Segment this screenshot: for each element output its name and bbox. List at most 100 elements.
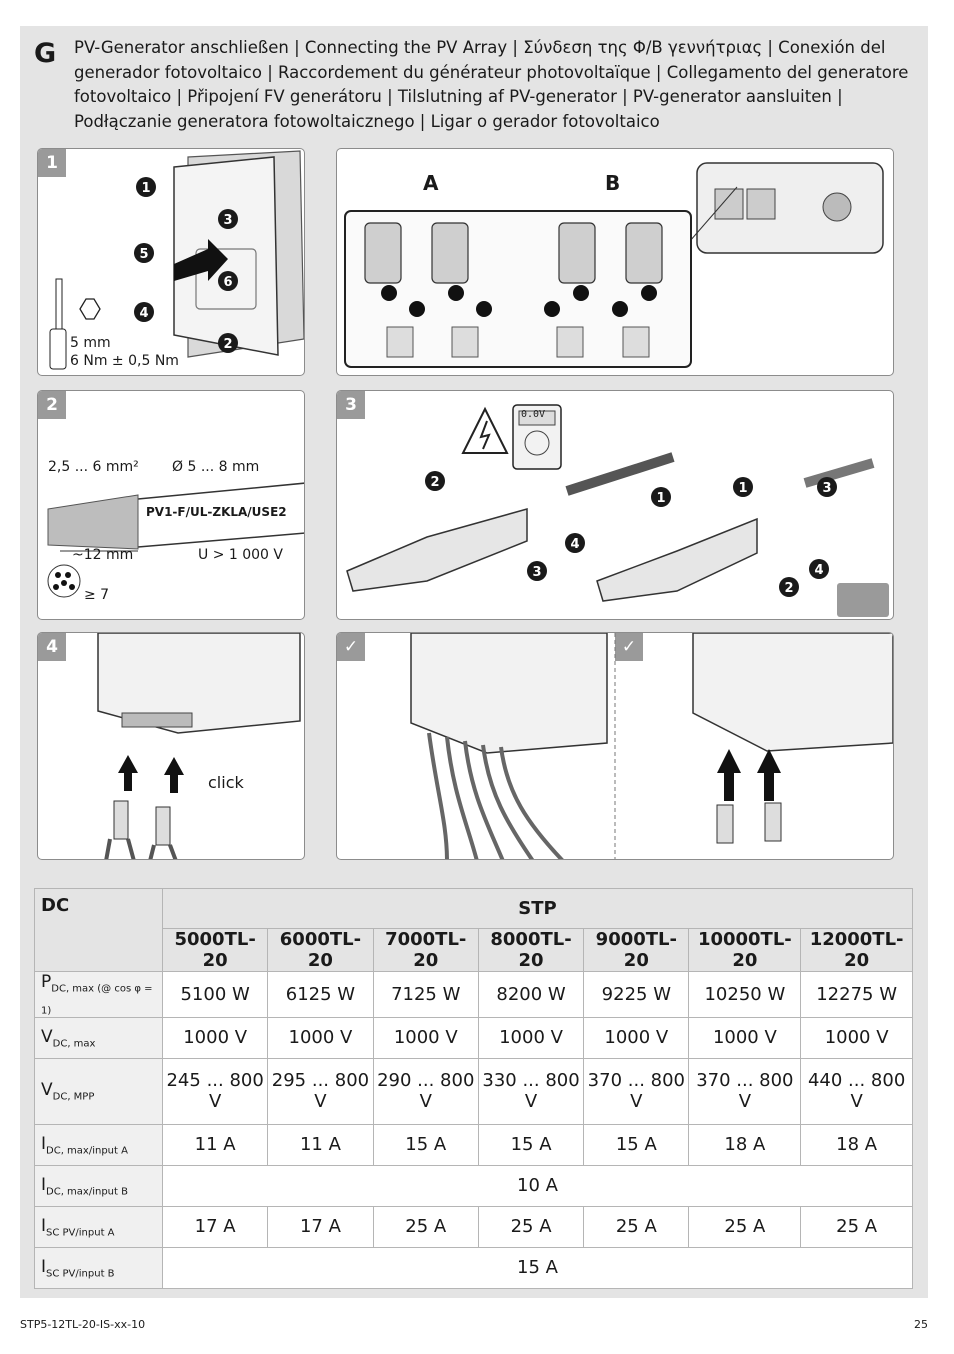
row-label: VDC, MPP	[34, 1057, 163, 1125]
model-header: 7000TL-20	[372, 928, 479, 972]
cable-type: PV1-F/UL-ZKLA/USE2	[146, 505, 287, 519]
table-cell: 25 A	[477, 1205, 585, 1248]
cable-diameter: Ø 5 ... 8 mm	[172, 459, 260, 475]
panel-dc-inputs: A B	[336, 148, 894, 376]
svg-text:3: 3	[822, 481, 831, 496]
row-label: VDC, max	[34, 1016, 163, 1059]
table-cell: 370 ... 800 V	[583, 1057, 690, 1125]
table-cell-merged: 15 A	[162, 1246, 913, 1289]
table-cell: 15 A	[583, 1123, 690, 1166]
table-cell: 18 A	[800, 1123, 913, 1166]
page-number: 25	[914, 1318, 928, 1331]
svg-text:5: 5	[139, 247, 148, 262]
table-row: PDC, max (@ cos φ = 1) 5100 W 6125 W 712…	[34, 971, 913, 1018]
svg-text:3: 3	[223, 213, 232, 228]
table-cell: 1000 V	[477, 1016, 585, 1059]
table-cell: 330 ... 800 V	[477, 1057, 585, 1125]
table-row: ISC PV/input B 15 A	[34, 1246, 913, 1289]
svg-text:1: 1	[738, 481, 747, 496]
table-cell: 440 ... 800 V	[800, 1057, 913, 1125]
table-cell: 245 ... 800 V	[161, 1057, 269, 1125]
plug-connection-illustration	[97, 633, 301, 859]
step-tag: 4	[38, 633, 66, 661]
input-label-b: B	[605, 171, 621, 195]
instruction-sheet: G PV-Generator anschließen | Connecting …	[20, 26, 928, 1298]
svg-text:1: 1	[656, 491, 665, 506]
model-header: 6000TL-20	[267, 928, 374, 972]
row-label: ISC PV/input B	[34, 1246, 163, 1289]
section-title: PV-Generator anschließen | Connecting th…	[74, 38, 909, 131]
panel-result: ✓ ✓	[336, 632, 894, 860]
table-cell: 15 A	[477, 1123, 585, 1166]
document-id: STP5-12TL-20-IS-xx-10	[20, 1318, 146, 1331]
connected-result-illustration	[410, 633, 893, 859]
step-badges: 1 2 3 4 5 6	[134, 177, 238, 353]
click-label: click	[208, 773, 244, 792]
table-dc-label: DC	[34, 888, 163, 972]
step-tag: 3	[337, 391, 365, 419]
table-cell: 7125 W	[372, 971, 479, 1018]
step-tag: 1	[38, 149, 66, 177]
table-cell: 6125 W	[267, 971, 374, 1018]
svg-text:4: 4	[139, 306, 148, 321]
model-header: 5000TL-20	[161, 928, 269, 972]
svg-text:4: 4	[814, 563, 823, 578]
table-cell: 1000 V	[372, 1016, 479, 1059]
model-header: 12000TL-20	[800, 928, 913, 972]
tool-size: 5 mm	[70, 335, 111, 351]
table-row: IDC, max/input A 11 A 11 A 15 A 15 A 15 …	[34, 1123, 913, 1166]
table-cell: 1000 V	[800, 1016, 913, 1059]
dc-connector-illustration	[344, 162, 884, 368]
table-cell: 25 A	[800, 1205, 913, 1248]
check-tag-1: ✓	[337, 633, 365, 661]
svg-text:3: 3	[532, 565, 541, 580]
table-row: IDC, max/input B 10 A	[34, 1164, 913, 1207]
table-cell: 1000 V	[583, 1016, 690, 1059]
svg-text:2: 2	[430, 475, 439, 490]
table-cell: 1000 V	[688, 1016, 802, 1059]
svg-text:2: 2	[784, 581, 793, 596]
table-stp-label: STP	[162, 888, 913, 929]
cable-illustration	[47, 482, 304, 598]
panel-step-3: 3 2 1 3 4 1 3 2 4 0.0V	[336, 390, 894, 620]
model-header: 8000TL-20	[477, 928, 585, 972]
table-cell: 1000 V	[267, 1016, 374, 1059]
table-row: VDC, max 1000 V 1000 V 1000 V 1000 V 100…	[34, 1016, 913, 1059]
svg-text:1: 1	[141, 181, 150, 196]
table-cell: 25 A	[688, 1205, 802, 1248]
table-cell: 10250 W	[688, 971, 802, 1018]
table-cell: 17 A	[161, 1205, 269, 1248]
panel-step-2: 2 2,5 ... 6 mm² Ø 5 ... 8 mm PV1-F/UL-ZK…	[37, 390, 305, 620]
check-tag-2: ✓	[615, 633, 643, 661]
model-header: 10000TL-20	[688, 928, 802, 972]
table-cell: 5100 W	[161, 971, 269, 1018]
voltage-rating: U > 1 000 V	[198, 547, 283, 563]
inverter-lid-illustration: 1 2 3 4 5 6	[49, 150, 304, 370]
table-cell: 9225 W	[583, 971, 690, 1018]
table-row: VDC, MPP 245 ... 800 V 295 ... 800 V 290…	[34, 1057, 913, 1125]
svg-text:4: 4	[570, 537, 579, 552]
svg-text:6: 6	[223, 275, 232, 290]
table-cell: 11 A	[161, 1123, 269, 1166]
row-label: IDC, max/input B	[34, 1164, 163, 1207]
meter-reading: 0.0V	[521, 409, 546, 420]
table-cell: 370 ... 800 V	[688, 1057, 802, 1125]
section-letter: G	[34, 38, 57, 69]
panel-step-4: 4 click	[37, 632, 305, 860]
strip-length: ~12 mm	[72, 547, 134, 563]
row-label: IDC, max/input A	[34, 1123, 163, 1166]
table-cell: 18 A	[688, 1123, 802, 1166]
table-cell: 25 A	[372, 1205, 479, 1248]
table-cell: 11 A	[267, 1123, 374, 1166]
cross-section: 2,5 ... 6 mm²	[48, 459, 139, 475]
step-badges: 2 1 3 4 1 3 2 4	[425, 471, 837, 597]
table-cell: 295 ... 800 V	[267, 1057, 374, 1125]
table-cell: 12275 W	[800, 971, 913, 1018]
table-cell: 1000 V	[161, 1016, 269, 1059]
model-header: 9000TL-20	[583, 928, 690, 972]
table-row: ISC PV/input A 17 A 17 A 25 A 25 A 25 A …	[34, 1205, 913, 1248]
table-cell: 290 ... 800 V	[372, 1057, 479, 1125]
table-cell-merged: 10 A	[162, 1164, 913, 1207]
svg-text:2: 2	[223, 337, 232, 352]
table-cell: 17 A	[267, 1205, 374, 1248]
